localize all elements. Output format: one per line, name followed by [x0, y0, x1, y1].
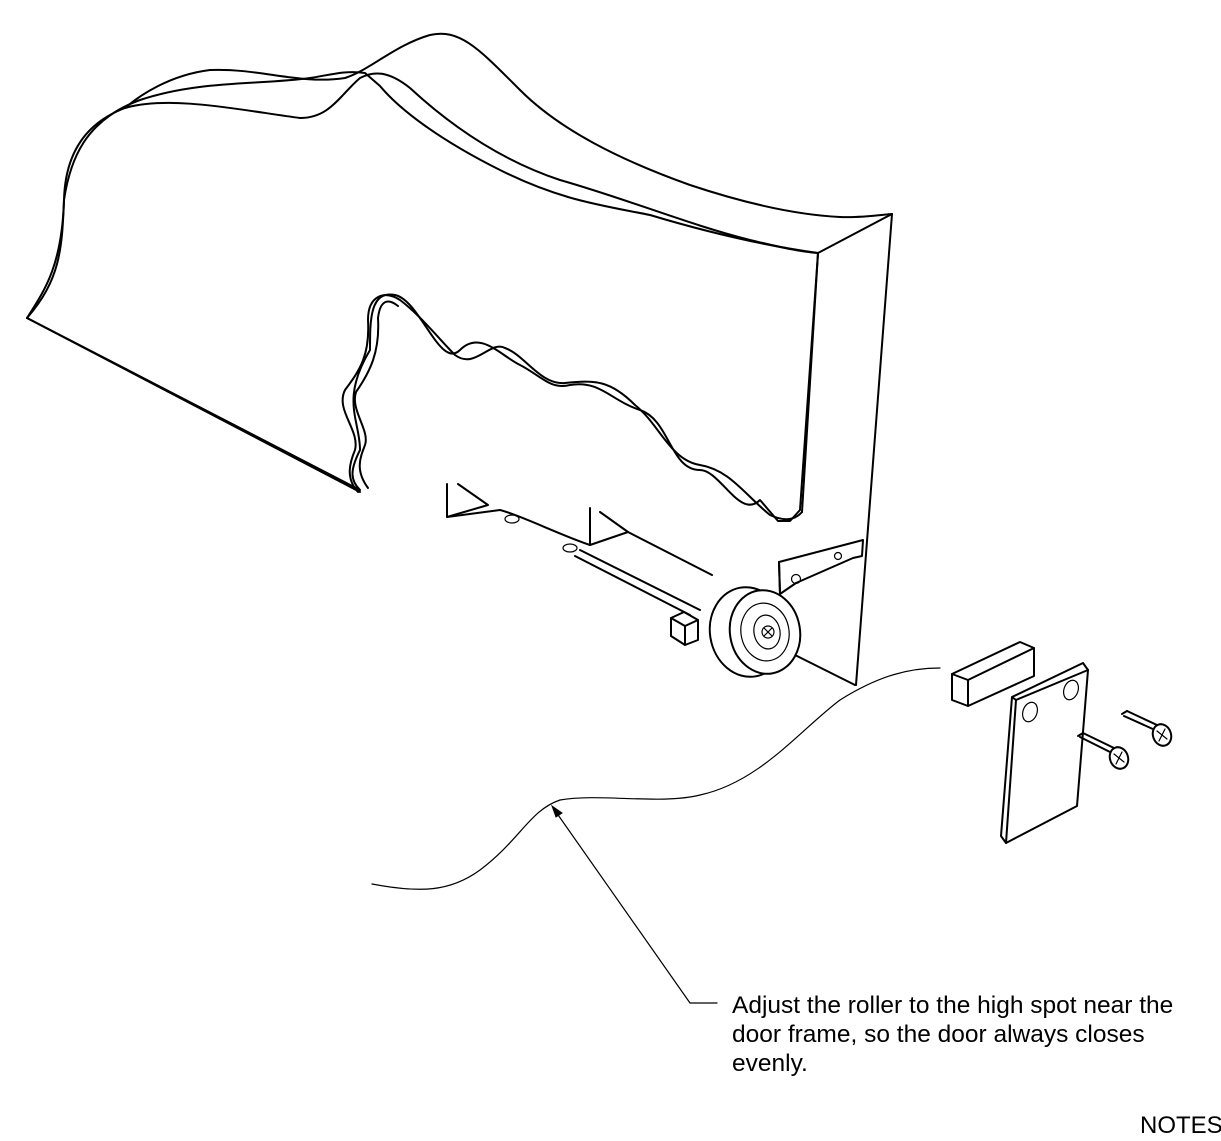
- cutaway-opening: [341, 294, 803, 521]
- callout-text: Adjust the roller to the high spot near …: [732, 992, 1174, 1077]
- screw-2: [1121, 710, 1173, 747]
- callout-leader: [550, 804, 718, 1004]
- notes-label: NOTES: [1140, 1112, 1221, 1139]
- floor-surface-line: [371, 667, 941, 890]
- roller-wheel: [708, 586, 802, 678]
- rubber-block: [951, 641, 1035, 707]
- screw-1: [1077, 732, 1130, 770]
- strike-plate: [1000, 662, 1089, 844]
- stop-block: [670, 611, 699, 646]
- door-panel: [26, 32, 893, 686]
